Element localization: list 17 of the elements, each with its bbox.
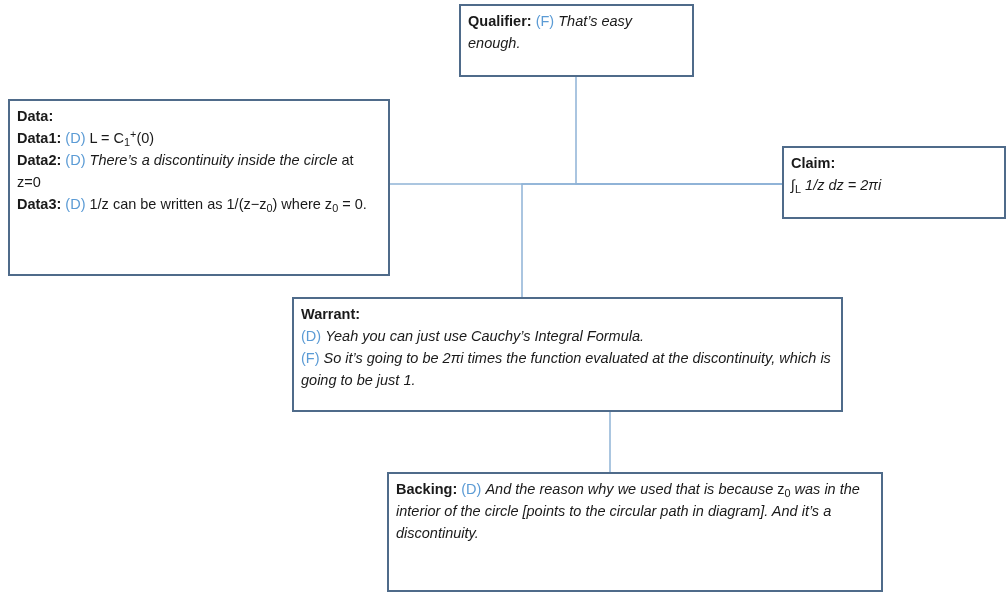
text-box	[459, 4, 694, 77]
backing-text: Backing: (D) And the reason why we used that is because z$_{0}$ was in the interior of the circle [points to the circular path in diagram]. And it’s a discontinuity.	[396, 480, 861, 543]
statement-text: Data3: (D) 1/z can be written as 1/(z−z$_{0}$) where z$_{0}$ = 0.	[17, 195, 368, 215]
statement-text: (D) Yeah you can just use Cauchy’s Integral Formula.	[301, 327, 646, 346]
claim-heading: Claim:	[791, 154, 837, 173]
text-box	[387, 472, 883, 592]
connector-line	[609, 411, 611, 473]
text-box	[782, 146, 1006, 219]
statement-text: Data2: (D) There’s a discontinuity inside the circle at z=0	[17, 151, 355, 192]
statement-text: Data1: (D) L = C$_{1}$$^{+}$(0)	[17, 127, 156, 149]
text-box	[8, 99, 390, 276]
warrant-heading: Warrant:	[301, 305, 362, 324]
text-box	[292, 297, 843, 412]
data-heading: Data:	[17, 107, 55, 126]
statement-text: (F) So it’s going to be 2πi times the function evaluated at the discontinuity, which is going to be just 1.	[301, 349, 832, 390]
statement-text: ∫$_{L}$ 1/z dz = 2πi	[791, 176, 883, 196]
qualifier-text: Qualifier: (F) That’s easy enough.	[468, 12, 634, 53]
